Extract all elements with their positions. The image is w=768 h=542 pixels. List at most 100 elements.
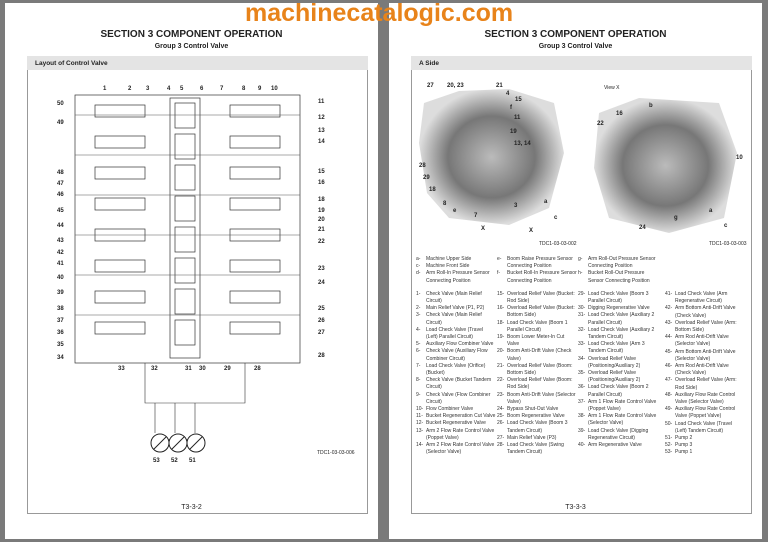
- callout-label: 46: [57, 192, 64, 198]
- legend-item: 3-Check Valve (Main Relief Circuit): [416, 312, 496, 326]
- callout-label: 29: [224, 366, 231, 372]
- callout-label: 42: [57, 250, 64, 256]
- legend-text: Load Check Valve (Swing Tandem Circuit): [507, 442, 564, 456]
- legend-text: Arm Roll-Out Pressure Sensor Connecting …: [588, 256, 656, 270]
- legend-key: c-: [416, 263, 421, 270]
- view-label: View X: [604, 85, 620, 91]
- photo-valve-a-side: [419, 89, 564, 225]
- legend-text: Bypass Shut-Out Valve: [507, 406, 559, 413]
- legend-column: e-Boom Raise Pressure Sensor Connecting …: [497, 256, 577, 456]
- photo-callout: 7: [474, 213, 478, 219]
- legend-text: Check Valve (Main Relief Circuit): [426, 312, 482, 326]
- legend-item: 21-Overload Relief Valve (Boom: Bottom S…: [497, 363, 577, 377]
- legend-key: 14-: [416, 442, 424, 449]
- legend-text: Arm Bottom Anti-Drift Valve (Check Valve…: [675, 305, 736, 319]
- legend-text: Arm Rod Anti-Drift Valve (Selector Valve…: [675, 334, 729, 348]
- callout-label: 12: [318, 115, 325, 121]
- legend-key: 33-: [578, 341, 586, 348]
- legend-item: 1-Check Valve (Main Relief Circuit): [416, 291, 496, 305]
- legend-key: e-: [497, 256, 502, 262]
- callout-label: 48: [57, 170, 64, 176]
- legend-item: c- Machine Front Side: [416, 263, 496, 270]
- callout-label: 20: [318, 217, 325, 223]
- photo-callout: b: [649, 103, 653, 109]
- legend-key: 25-: [497, 413, 505, 420]
- legend-text: Machine Front Side: [426, 263, 470, 270]
- legend-text: Overload Relief Valve (Arm: Rod Side): [675, 377, 737, 391]
- legend-text: Bucket Regeneration Cut Valve: [426, 413, 496, 420]
- photo-callout: 27: [427, 83, 434, 89]
- photo-callout: 29: [423, 175, 430, 181]
- legend-item: 10-Flow Combiner Valve: [416, 406, 496, 413]
- legend-key: 26-: [497, 420, 505, 427]
- legend-text: Load Check Valve (Auxiliary 2 Tandem Cir…: [588, 326, 655, 341]
- legend-item: 27-Main Relief Valve (P3): [497, 435, 577, 442]
- legend-text: Overload Relief Valve (Arm: Bottom Side): [675, 319, 737, 334]
- callout-label: 21: [318, 227, 325, 233]
- legend-item: 38-Arm 1 Flow Rate Control Valve (Select…: [578, 413, 658, 427]
- callout-label: 27: [318, 330, 325, 336]
- callout-label: 39: [57, 290, 64, 296]
- legend-key: 40-: [578, 442, 586, 449]
- legend-key: 29-: [578, 290, 586, 297]
- legend-item: 53-Pump 1: [665, 449, 745, 456]
- photo-callout: c: [554, 215, 558, 221]
- callout-label: 16: [318, 180, 325, 186]
- legend-key: 16-: [497, 305, 505, 312]
- legend-key: 51-: [665, 435, 673, 442]
- legend-item: a-Machine Upper Side: [416, 256, 496, 263]
- legend-item: 2-Main Relief Valve (P1, P2): [416, 305, 496, 312]
- legend-item: 41-Load Check Valve (Arm Regenerative Ci…: [665, 291, 745, 305]
- legend-key: 6-: [416, 348, 421, 355]
- legend-key: 11-: [416, 413, 423, 420]
- legend-text: Machine Upper Side: [426, 256, 472, 262]
- callout-label: 23: [318, 266, 325, 272]
- legend-item: 8-Check Valve (Bucket Tandem Circuit): [416, 377, 496, 391]
- legend-text: Arm Rod Anti-Drift Valve (Check Valve): [675, 363, 729, 377]
- legend-text: Main Relief Valve (P3): [507, 434, 557, 441]
- left-page: SECTION 3 COMPONENT OPERATION Group 3 Co…: [5, 3, 378, 539]
- legend-text: Boom Anti-Drift Valve (Check Valve): [507, 348, 572, 362]
- legend-key: 53-: [665, 449, 673, 456]
- legend-key: 41-: [665, 291, 673, 297]
- callout-label: 9: [258, 86, 262, 92]
- legend-text: Overload Relief Valve (Bucket: Bottom Si…: [507, 305, 575, 319]
- legend-text: Auxiliary Flow Combiner Valve: [426, 341, 494, 348]
- legend-text: Overload Relief Valve (Positioning/Auxil…: [588, 370, 641, 384]
- legend-item: 46-Arm Rod Anti-Drift Valve (Check Valve…: [665, 363, 745, 377]
- legend-key: 1-: [416, 290, 421, 297]
- photo-callout: X: [481, 226, 486, 232]
- legend-key: 35-: [578, 370, 586, 377]
- legend-text: Arm 1 Flow Rate Control Valve (Selector …: [588, 413, 657, 427]
- legend-text: Overload Relief Valve (Bucket: Rod Side): [507, 290, 575, 305]
- callout-label: 30: [199, 366, 206, 372]
- legend-item: 30-Digging Regenerative Valve: [578, 305, 658, 312]
- pump-label: 51: [189, 458, 196, 464]
- photo-callout: X: [529, 228, 534, 234]
- legend-item: f-Bucket Roll-In Pressure Sensor Connect…: [497, 270, 577, 284]
- legend-key: 44-: [665, 334, 673, 341]
- legend-item: 16-Overload Relief Valve (Bucket: Bottom…: [497, 305, 577, 319]
- photo-callout: 15: [515, 97, 522, 103]
- figure-id-2: TDC1-03-03-003: [709, 241, 747, 247]
- callout-label: 19: [318, 208, 325, 214]
- callout-label: 2: [128, 86, 132, 92]
- legend-text: Pump 1: [675, 449, 693, 456]
- legend-item: 24-Bypass Shut-Out Valve: [497, 406, 577, 413]
- legend-text: Arm Regenerative Valve: [588, 442, 642, 449]
- legend-text: Load Check Valve (Auxiliary 2 Parallel C…: [588, 312, 655, 326]
- legend-key: 34-: [578, 355, 586, 362]
- legend-key: 21-: [497, 362, 505, 369]
- legend-text: Load Check Valve (Arm 3 Tandem Circuit): [588, 341, 645, 355]
- legend-key: 28-: [497, 442, 505, 449]
- legend-text: Bucket Roll-Out Pressure Sensor Connecti…: [588, 270, 650, 284]
- callout-label: 26: [318, 318, 325, 324]
- legend-text: Arm 1 Flow Rate Control Valve (Poppet Va…: [588, 398, 657, 413]
- legend-key: 4-: [416, 326, 421, 333]
- legend-key: 15-: [497, 290, 505, 297]
- legend-text: Load Check Valve (Travel (Left) Parallel…: [426, 326, 483, 341]
- callout-label: 47: [57, 181, 64, 187]
- legend-text: Auxiliary Flow Rate Control Valve (Selec…: [675, 391, 736, 406]
- photo-callout: 10: [736, 155, 743, 161]
- legend-key: 46-: [665, 363, 673, 370]
